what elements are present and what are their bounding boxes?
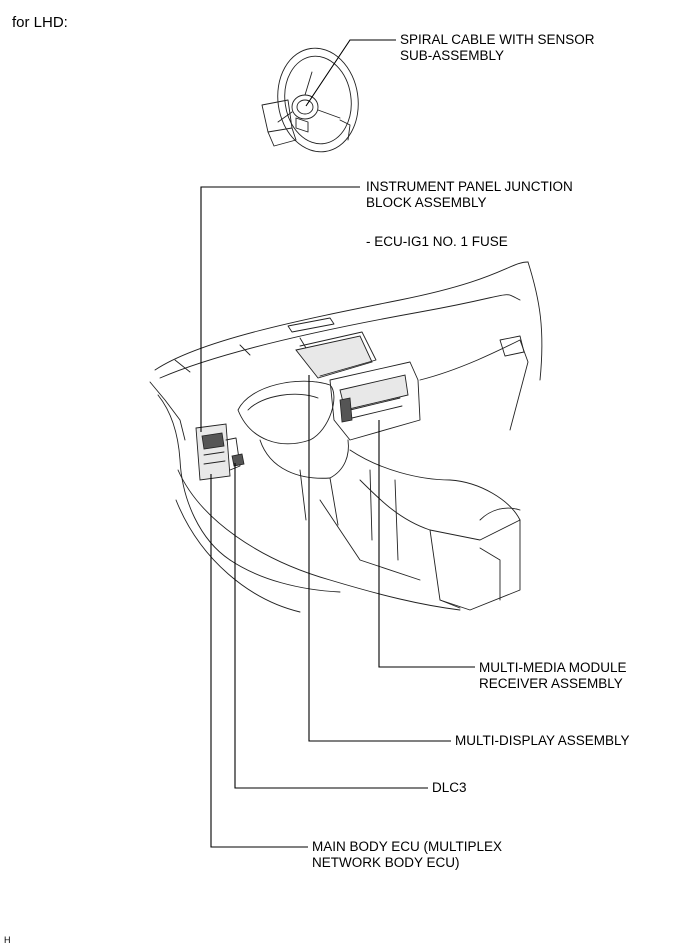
label-dlc3: DLC3 bbox=[432, 780, 467, 795]
leader-spiral-cable bbox=[305, 39, 396, 107]
label-ip-junction-line1: INSTRUMENT PANEL JUNCTION bbox=[366, 179, 573, 194]
label-multi-display: MULTI-DISPLAY ASSEMBLY bbox=[455, 733, 630, 748]
leader-main-body-ecu bbox=[210, 474, 308, 848]
dashboard-drawing bbox=[149, 261, 543, 613]
leader-ip-junction bbox=[200, 186, 360, 432]
leader-dlc3 bbox=[234, 463, 428, 789]
label-multi-media-line1: MULTI-MEDIA MODULE bbox=[479, 660, 627, 675]
figure-code: H bbox=[4, 935, 11, 945]
label-main-body-ecu-line1: MAIN BODY ECU (MULTIPLEX bbox=[312, 839, 503, 854]
steering-wheel-drawing bbox=[261, 47, 359, 153]
label-main-body-ecu-line2: NETWORK BODY ECU) bbox=[312, 855, 460, 870]
diagram-heading: for LHD: bbox=[12, 14, 68, 31]
label-spiral-cable-line1: SPIRAL CABLE WITH SENSOR bbox=[400, 32, 595, 47]
label-ip-junction-line2: BLOCK ASSEMBLY bbox=[366, 195, 487, 210]
label-spiral-cable-line2: SUB-ASSEMBLY bbox=[400, 48, 505, 63]
leader-multi-media bbox=[378, 420, 475, 668]
label-multi-media-line2: RECEIVER ASSEMBLY bbox=[479, 676, 623, 691]
label-ip-junction-fuse: - ECU-IG1 NO. 1 FUSE bbox=[366, 234, 508, 249]
leader-lines bbox=[200, 39, 475, 848]
leader-multi-display bbox=[308, 375, 451, 742]
